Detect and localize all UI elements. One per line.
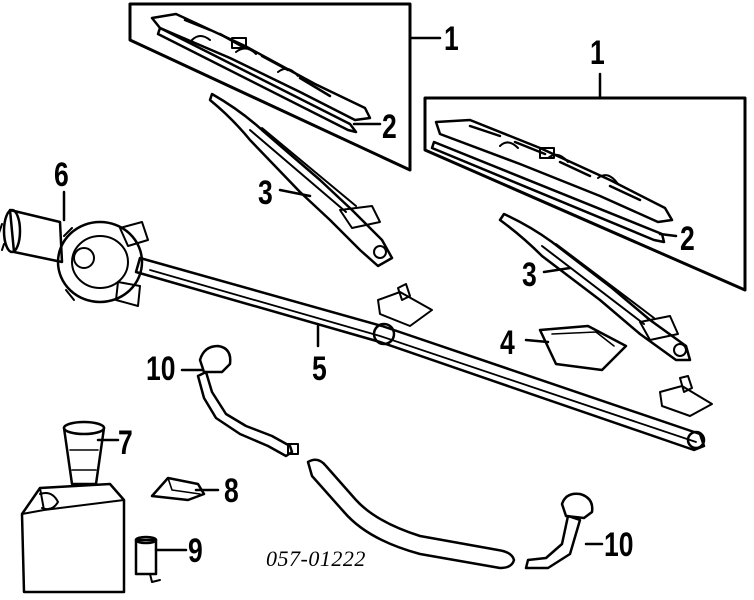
left-wiper-blade xyxy=(150,12,372,134)
callout-nozzle-right: 10 xyxy=(604,526,634,564)
right-blade-panel xyxy=(423,96,747,292)
left-blade-panel xyxy=(128,2,412,172)
right-wiper-blade xyxy=(430,118,674,244)
callout-blade-right: 1 xyxy=(590,34,605,72)
washer-hose xyxy=(306,458,516,570)
right-wiper-arm xyxy=(498,212,692,362)
wiper-motor xyxy=(0,208,149,307)
leader-lines xyxy=(62,36,678,552)
callout-arm-right: 3 xyxy=(522,256,537,294)
callout-clip: 8 xyxy=(224,472,239,510)
callout-blade-left: 1 xyxy=(444,20,459,58)
callout-reservoir-neck: 7 xyxy=(118,424,133,462)
washer-nozzle-left xyxy=(196,344,299,458)
callout-motor: 6 xyxy=(54,156,69,194)
callout-nozzle-left: 10 xyxy=(146,350,176,388)
callout-pivot-cap: 4 xyxy=(500,324,515,362)
callout-insert-left: 2 xyxy=(382,108,397,146)
callout-pump: 9 xyxy=(188,532,203,570)
washer-reservoir xyxy=(20,420,126,594)
wiper-linkage xyxy=(134,256,713,452)
left-wiper-arm xyxy=(208,92,394,268)
washer-nozzle-right xyxy=(524,492,594,570)
callout-linkage: 5 xyxy=(312,350,327,388)
callout-arm-left: 3 xyxy=(258,174,273,212)
diagram-code: 057-01222 xyxy=(266,546,366,571)
pivot-cap xyxy=(538,324,628,372)
callout-insert-right: 2 xyxy=(680,220,695,258)
washer-pump xyxy=(134,535,161,583)
